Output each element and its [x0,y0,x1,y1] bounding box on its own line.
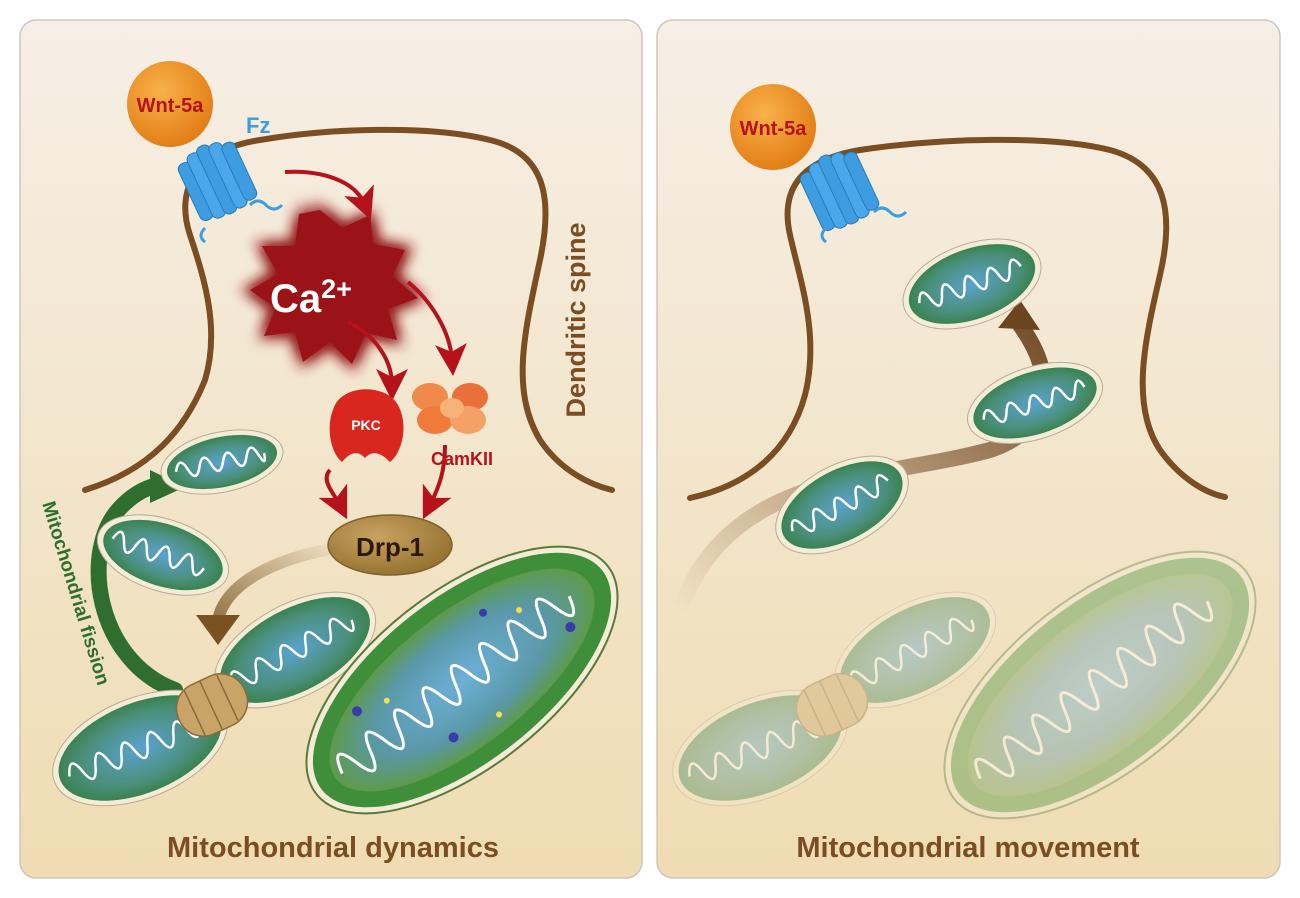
fz-label: Fz [246,113,270,138]
drp1-protein: Drp-1 [327,514,453,576]
movement-arrowhead [998,300,1040,330]
camkii-protein [412,383,488,434]
pkc-label: PKC [351,417,381,433]
fission-arrowhead [150,470,185,503]
pkc-protein: PKC [329,389,404,462]
right-panel: Wnt-5a Mitochondrial movement [656,19,1281,879]
mitochondrion-moving-lower [775,455,909,555]
drp1-constriction-ring [175,673,249,737]
frizzled-receptor [177,141,258,222]
mitochondrion-large [305,545,619,815]
frizzled-receptor-right [799,151,880,232]
drp1-recruitment-arrow [212,542,341,626]
spine-membrane-right [687,136,1228,501]
wnt5a-label-right: Wnt-5a [740,118,808,140]
wnt5a-ligand: Wnt-5a [127,61,213,147]
right-panel-title: Mitochondrial movement [796,832,1140,864]
calcium-to-pkc-arrow [347,320,408,401]
camkii-to-drp1-arrow [422,444,452,520]
calcium-label: Ca2+ [270,274,352,321]
camkii-label: CamKII [431,449,493,469]
receptor-to-calcium-arrow [284,169,374,220]
receptor-loop-right [820,226,828,244]
mitochondrion-small-top [160,429,284,495]
calcium-burst [238,200,430,375]
drp1-label: Drp-1 [356,532,424,562]
mitochondrion-small-middle [96,514,230,596]
calcium-to-camkii-arrow [406,280,467,376]
receptor-loop [199,226,207,244]
spine-membrane [82,126,615,493]
receptor-tail [248,199,284,211]
left-panel: Ca2+ PKC CamKII Drp-1 [19,19,643,879]
dendritic-spine-label: Dendritic spine [561,222,591,417]
faded-mitochondria [672,550,1257,820]
drp1-arrowhead [196,615,240,645]
wnt5a-label: Wnt-5a [137,95,205,117]
mitochondrion-dividing-right [213,591,377,709]
wnt5a-ligand-right: Wnt-5a [730,84,816,170]
pkc-to-drp1-arrow [318,468,348,520]
receptor-tail-right [872,206,908,218]
mitochondrion-in-spine [902,238,1042,330]
left-panel-title: Mitochondrial dynamics [167,832,499,864]
mitochondrion-moving-middle [967,362,1103,444]
